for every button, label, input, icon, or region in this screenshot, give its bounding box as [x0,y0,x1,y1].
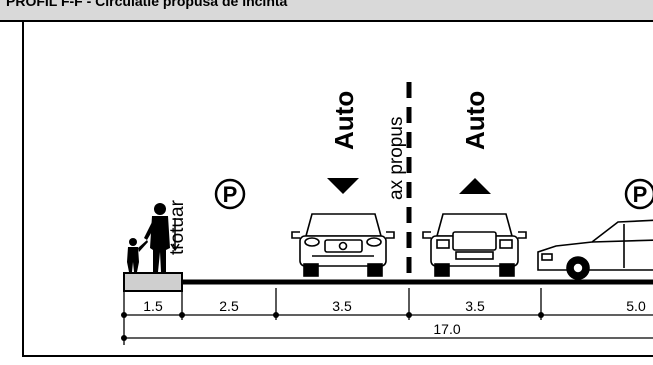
svg-text:P: P [633,182,648,207]
title-bar: PROFIL F-F - Circulatie propusa de incin… [0,0,653,22]
parking-icon-right: P [624,178,653,210]
segment-dimension: 2.5 [219,298,239,314]
auto-label-right: Auto [460,91,490,150]
sidewalk-curb [123,272,183,292]
dimension-ticks [121,312,544,341]
sidewalk-label: trotuar [167,199,188,255]
segment-dimension: 1.5 [143,298,163,314]
pedestrian-icon [127,203,170,272]
segment-dimension: 5.0 [626,298,646,314]
segment-dimension: 3.5 [332,298,352,314]
direction-arrow-down-icon [327,178,359,194]
car-front-icon-left [291,213,395,277]
car-side-icon [537,219,653,280]
sidewalk-arrow-icon [170,218,180,252]
auto-label-left: Auto [329,91,359,150]
parking-icon-left: P [214,178,246,210]
section-title: PROFIL F-F - Circulatie propusa de incin… [6,0,288,9]
axis-label: ax propus [386,117,407,200]
segment-dimension: 3.5 [465,298,485,314]
total-dimension: 17.0 [433,321,460,337]
direction-arrow-up-icon [459,178,491,194]
car-rear-icon-right [422,213,527,277]
drawing-frame [22,22,653,357]
svg-text:P: P [223,182,238,207]
dimension-line [123,288,653,345]
